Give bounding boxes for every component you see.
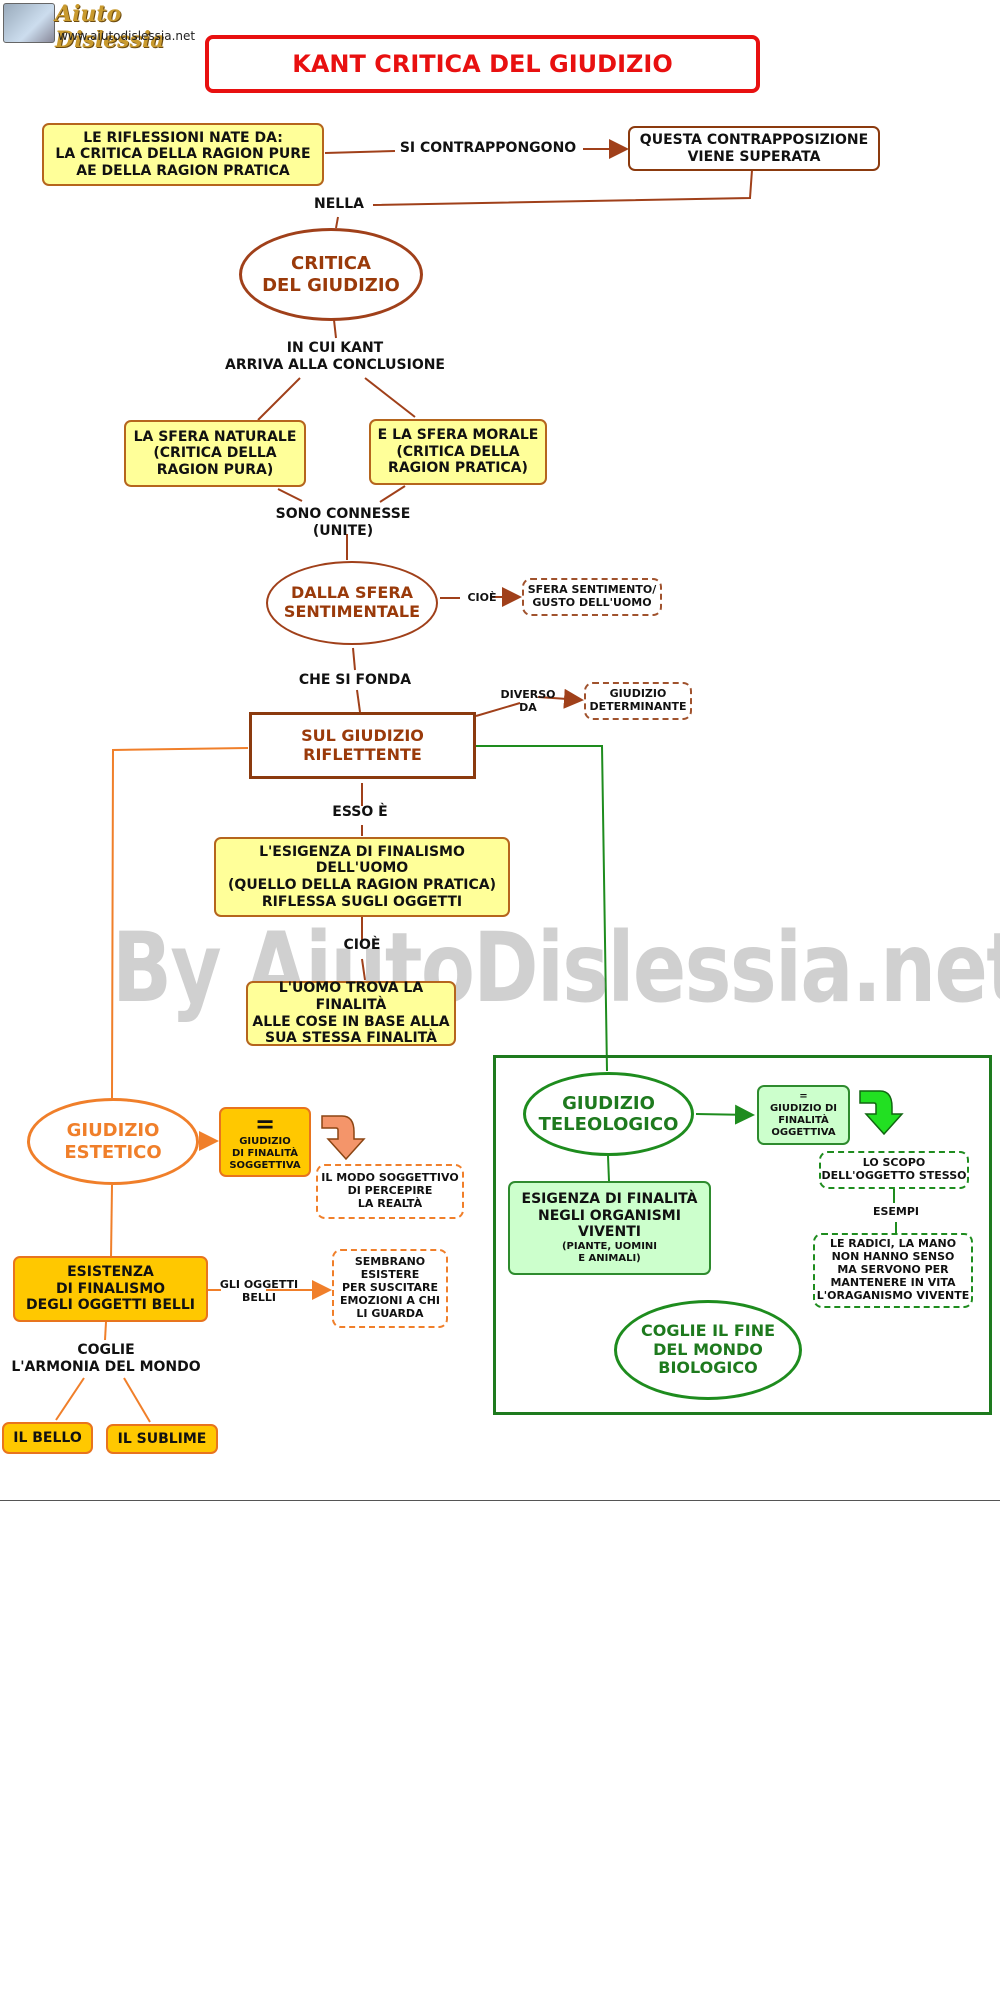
esso-e-label: ESSO È [332,804,388,820]
radici-mano-box: LE RADICI, LA MANO NON HANNO SENSO MA SE… [813,1233,973,1308]
esistenza-finalismo-box: ESISTENZA DI FINALISMO DEGLI OGGETTI BEL… [13,1256,208,1322]
coglie-armonia-label: COGLIE L'ARMONIA DEL MONDO [11,1342,201,1375]
sfera-morale-box: E LA SFERA MORALE (CRITICA DELLA RAGION … [369,419,547,485]
il-sublime-box: IL SUBLIME [106,1424,218,1454]
gli-oggetti-belli-label: GLI OGGETTI BELLI [219,1278,299,1305]
finalita-oggettiva-box: = GIUDIZIO DI FINALITÀ OGGETTIVA [757,1085,850,1145]
curved-arrow-down-icon [320,1112,370,1162]
esempi-label: ESEMPI [872,1205,920,1218]
esigenza-finalismo-box: L'ESIGENZA DI FINALISMO DELL'UOMO (QUELL… [214,837,510,917]
scopo-oggetto-box: LO SCOPO DELL'OGGETTO STESSO [819,1151,969,1189]
bottom-divider [0,1500,1000,1501]
critica-giudizio-ellipse: CRITICA DEL GIUDIZIO [239,228,423,321]
giudizio-teleologico-ellipse: GIUDIZIO TELEOLOGICO [523,1072,694,1156]
che-si-fonda-label: CHE SI FONDA [298,672,412,688]
sfera-naturale-box: LA SFERA NATURALE (CRITICA DELLA RAGION … [124,420,306,487]
finalita-soggettiva-box: = GIUDIZIO DI FINALITÀ SOGGETTIVA [219,1107,311,1177]
cioe-label-2: CIOÈ [343,937,381,953]
logo-book-icon [3,3,55,43]
teleologico-frame [493,1055,992,1415]
contrapposizione-box: QUESTA CONTRAPPOSIZIONE VIENE SUPERATA [628,126,880,171]
logo-url: www.aiutodislessia.net [58,29,196,43]
uomo-trova-box: L'UOMO TROVA LA FINALITÀ ALLE COSE IN BA… [246,980,456,1046]
logo-brand: Aiuto Dislessia [55,1,165,53]
equals-sign: = [254,1110,276,1139]
green-curved-arrow-icon [858,1087,908,1137]
coglie-fine-ellipse: COGLIE IL FINE DEL MONDO BIOLOGICO [614,1300,802,1400]
esigenza-organismi-text: ESIGENZA DI FINALITÀ NEGLI ORGANISMI VIV… [521,1191,698,1241]
si-contrappongono-label: SI CONTRAPPONGONO [399,140,577,156]
esigenza-organismi-sub: (PIANTE, UOMINI E ANIMALI) [561,1240,658,1264]
logo[interactable]: Aiuto Dislessia www.aiutodislessia.net [0,0,205,53]
sfera-sentimento-box: SFERA SENTIMENTO/ GUSTO DELL'UOMO [522,578,662,616]
sono-connesse-label: SONO CONNESSE (UNITE) [275,506,411,539]
sfera-sentimentale-ellipse: DALLA SFERA SENTIMENTALE [266,561,438,645]
giudizio-estetico-ellipse: GIUDIZIO ESTETICO [27,1098,199,1185]
sembrano-esistere-box: SEMBRANO ESISTERE PER SUSCITARE EMOZIONI… [332,1249,448,1328]
giudizio-riflettente-box: SUL GIUDIZIO RIFLETTENTE [249,712,476,779]
in-cui-kant-label: IN CUI KANT ARRIVA ALLA CONCLUSIONE [224,340,445,373]
diverso-da-label: DIVERSO DA [500,688,556,715]
riflessioni-box: LE RIFLESSIONI NATE DA: LA CRITICA DELLA… [42,123,324,186]
nella-label: NELLA [314,196,364,212]
il-bello-box: IL BELLO [2,1422,93,1454]
esigenza-organismi-box: ESIGENZA DI FINALITÀ NEGLI ORGANISMI VIV… [508,1181,711,1275]
page-title: KANT CRITICA DEL GIUDIZIO [205,35,760,93]
modo-soggettivo-box: IL MODO SOGGETTIVO DI PERCEPIRE LA REALT… [316,1164,464,1219]
giudizio-determinante-box: GIUDIZIO DETERMINANTE [584,682,692,720]
cioe-label-1: CIOÈ [467,591,497,604]
finalita-soggettiva-text: GIUDIZIO DI FINALITÀ SOGGETTIVA [229,1136,301,1171]
